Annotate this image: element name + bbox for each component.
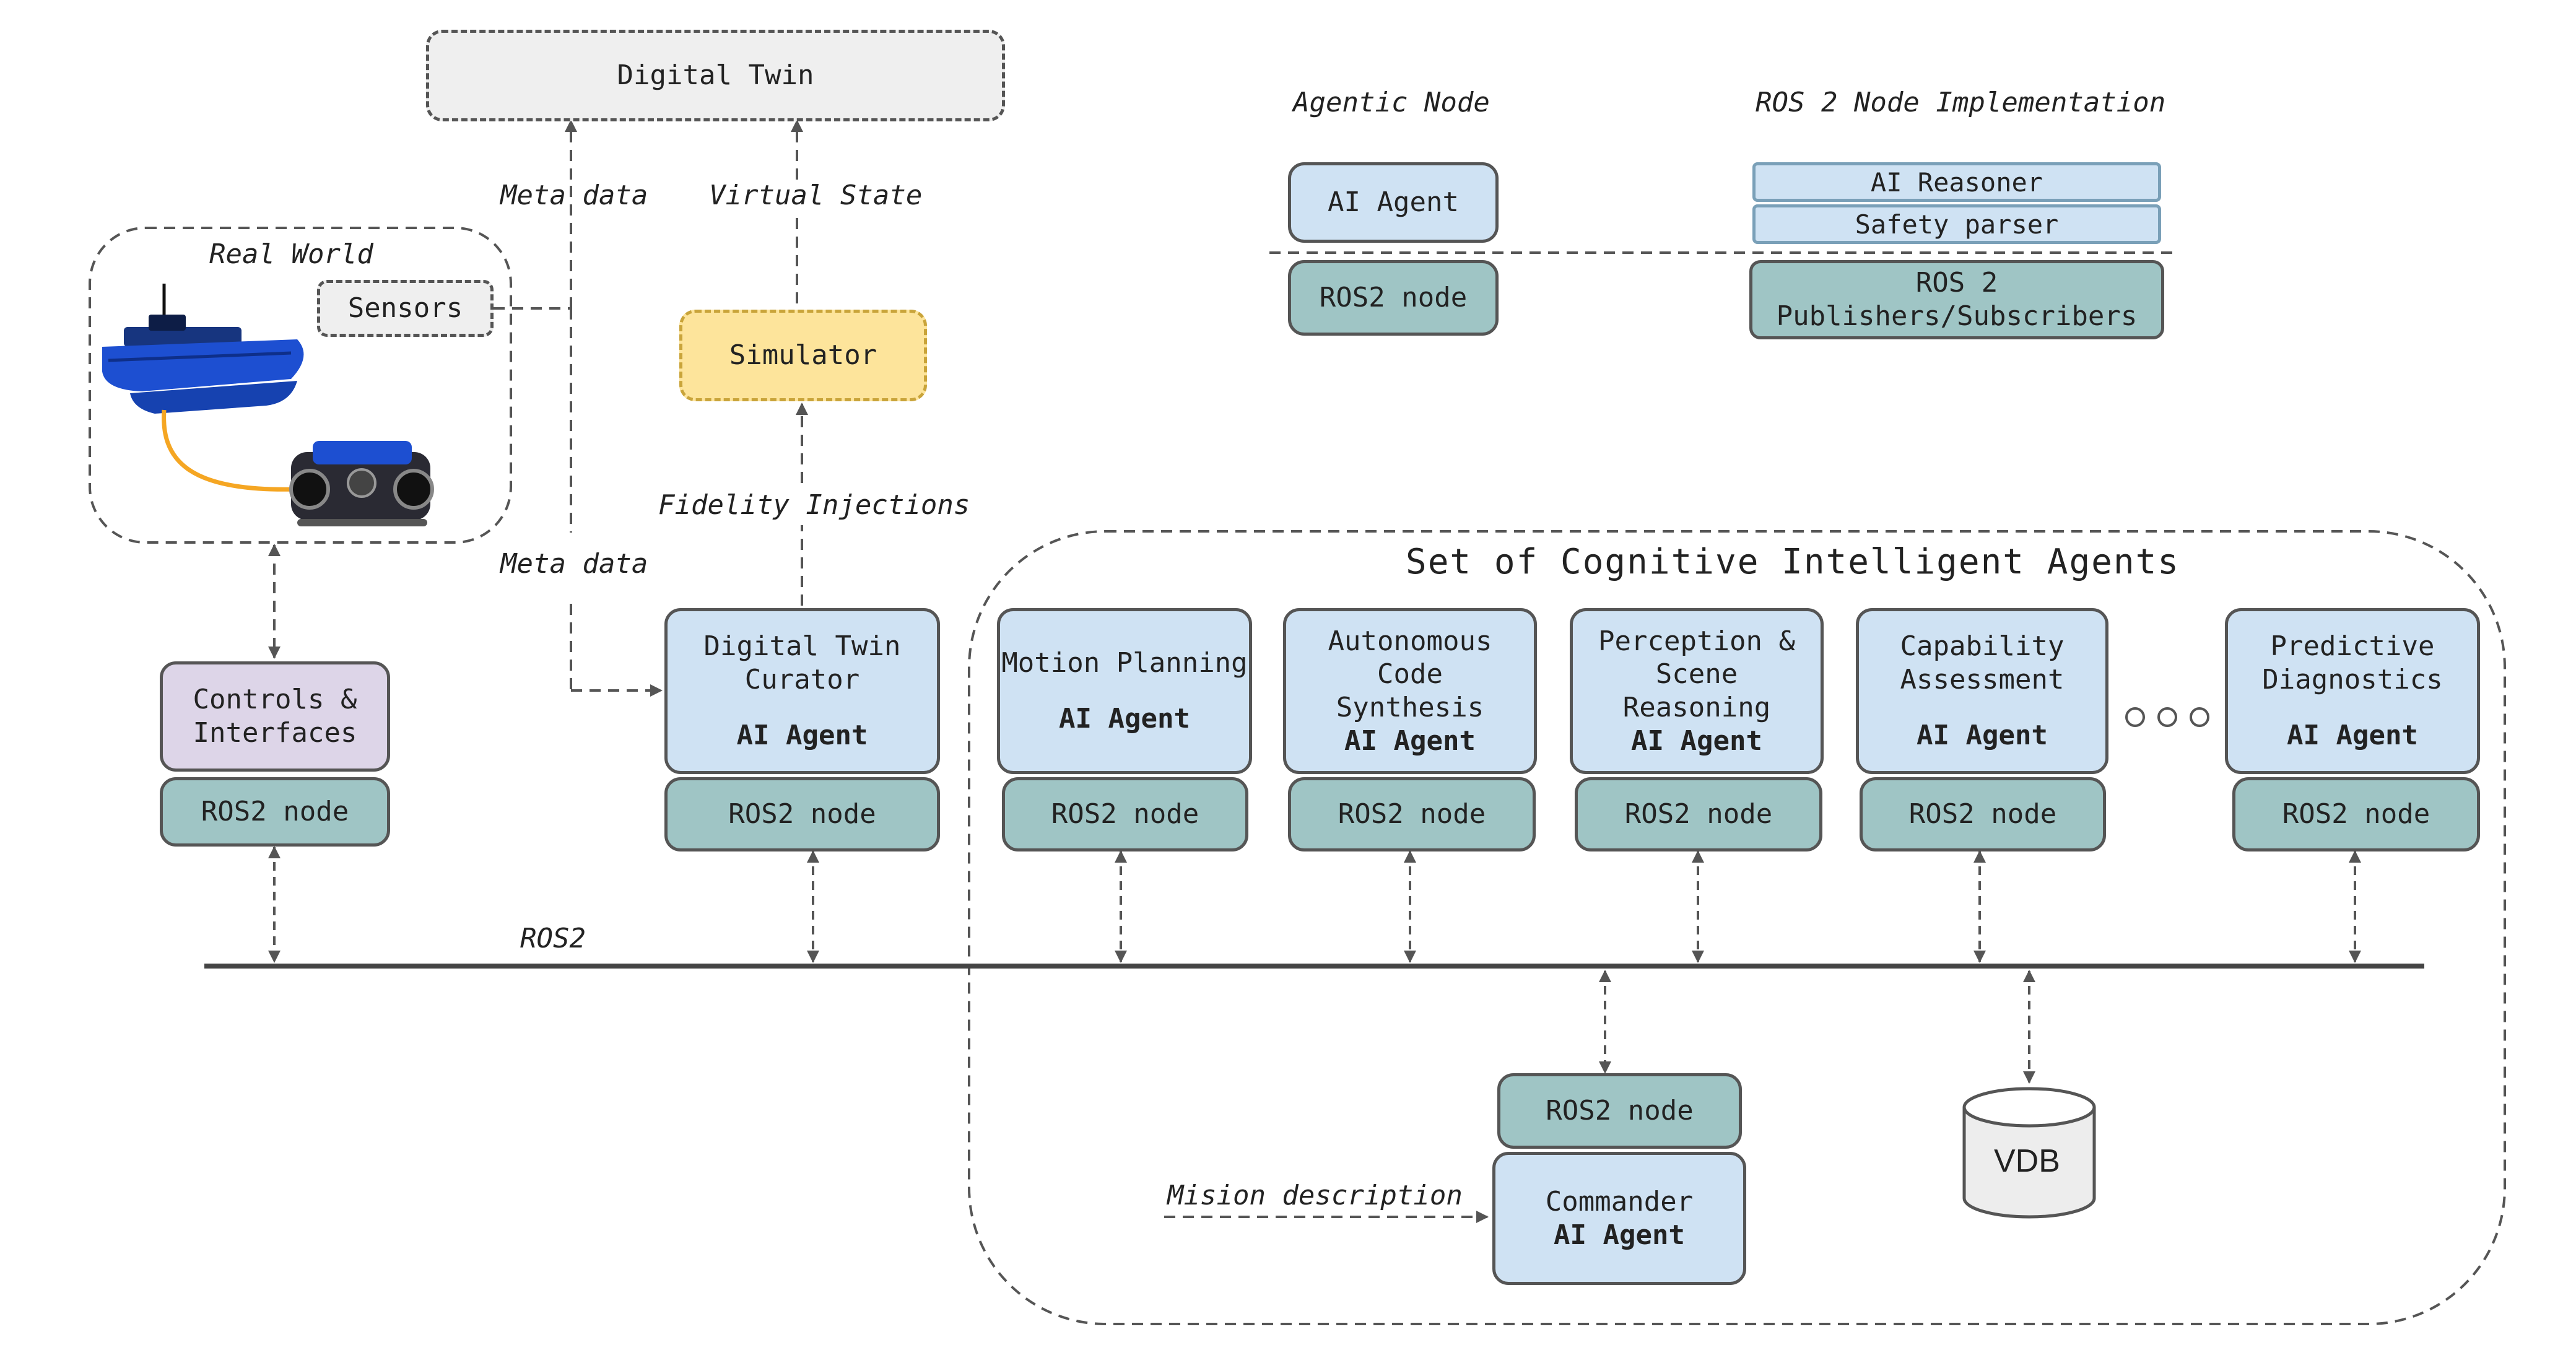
vdb-cylinder	[1962, 1087, 2096, 1219]
sensors-label: Sensors	[347, 292, 463, 324]
cognitive-agents-group	[968, 530, 2506, 1325]
motion-planning-ros2-node: ROS2 node	[1002, 777, 1248, 851]
rov-robot-image	[289, 441, 434, 526]
commander-ai-agent-label: AI Agent	[1554, 1219, 1685, 1251]
diagnostics-agent-box: Predictive Diagnostics AI Agent	[2225, 608, 2480, 774]
virtual-state-label: Virtual State	[709, 180, 923, 211]
curator-ros2-label: ROS2 node	[728, 798, 876, 830]
commander-ros2-label: ROS2 node	[1546, 1095, 1694, 1127]
legend-pubsub-box: ROS 2 Publishers/Subscribers	[1749, 260, 2164, 339]
diagnostics-ai-agent-label: AI Agent	[2287, 719, 2418, 751]
perception-ros2-label: ROS2 node	[1624, 798, 1773, 830]
legend-ai-reasoner-bar: AI Reasoner	[1752, 162, 2161, 202]
meta-data-top-label: Meta data	[500, 180, 648, 211]
legend-ros2-node-label: ROS2 node	[1319, 282, 1468, 314]
simulator-box: Simulator	[679, 310, 927, 401]
curator-agent-box: Digital Twin Curator AI Agent	[664, 608, 940, 774]
perception-agent-box: Perception & Scene Reasoning AI Agent	[1570, 608, 1824, 774]
fidelity-injections-label: Fidelity Injections	[658, 489, 970, 521]
capability-label: Capability Assessment	[1900, 630, 2065, 696]
legend-ros2-node-box: ROS2 node	[1288, 260, 1499, 336]
curator-label: Digital Twin Curator	[703, 630, 901, 696]
code-synthesis-agent-box: Autonomous Code Synthesis AI Agent	[1283, 608, 1537, 774]
code-synthesis-ros2-label: ROS2 node	[1338, 798, 1486, 830]
cognitive-agents-title: Set of Cognitive Intelligent Agents	[1406, 542, 2180, 582]
code-synthesis-label: Autonomous Code Synthesis	[1328, 625, 1492, 723]
code-synthesis-ai-agent-label: AI Agent	[1344, 725, 1476, 757]
legend-ai-agent-box: AI Agent	[1288, 162, 1499, 243]
code-synthesis-ros2-node: ROS2 node	[1288, 777, 1536, 851]
legend-agentic-node-title: Agentic Node	[1293, 87, 1490, 118]
motion-planning-agent-box: Motion Planning AI Agent	[997, 608, 1252, 774]
motion-planning-ai-agent-label: AI Agent	[1059, 703, 1190, 734]
curator-ros2-node: ROS2 node	[664, 777, 940, 851]
real-world-title: Real World	[209, 238, 373, 270]
usv-boat-image	[102, 284, 304, 414]
controls-ros2-node: ROS2 node	[160, 777, 390, 847]
capability-agent-box: Capability Assessment AI Agent	[1856, 608, 2108, 774]
digital-twin-box: Digital Twin	[426, 30, 1005, 121]
real-world-group	[89, 227, 512, 544]
controls-interfaces-label: Controls & Interfaces	[193, 684, 357, 749]
perception-label: Perception & Scene Reasoning	[1598, 625, 1795, 723]
tether-cable	[162, 409, 298, 492]
capability-ros2-label: ROS2 node	[1908, 798, 2057, 830]
controls-ros2-label: ROS2 node	[201, 796, 349, 828]
motion-planning-label: Motion Planning	[1001, 647, 1248, 679]
diagnostics-ros2-label: ROS2 node	[2282, 798, 2430, 830]
legend-ai-agent-label: AI Agent	[1328, 186, 1459, 219]
sensors-box: Sensors	[317, 280, 494, 337]
curator-ai-agent-label: AI Agent	[736, 719, 868, 751]
vdb-label: VDB	[1994, 1143, 2060, 1179]
legend-impl-title: ROS 2 Node Implementation	[1756, 87, 2166, 118]
legend-pubsub-label: ROS 2 Publishers/Subscribers	[1776, 267, 2138, 332]
legend-safety-parser-label: Safety parser	[1855, 209, 2059, 240]
ros2-bus-label: ROS2	[520, 923, 586, 954]
perception-ros2-node: ROS2 node	[1575, 777, 1822, 851]
more-agents-ellipsis	[2125, 707, 2209, 727]
capability-ros2-node: ROS2 node	[1860, 777, 2106, 851]
legend-safety-parser-bar: Safety parser	[1752, 204, 2161, 244]
meta-data-bottom-label: Meta data	[500, 548, 648, 580]
legend-ai-reasoner-label: AI Reasoner	[1870, 167, 2043, 198]
perception-ai-agent-label: AI Agent	[1631, 725, 1762, 757]
diagnostics-ros2-node: ROS2 node	[2232, 777, 2480, 851]
commander-ros2-node: ROS2 node	[1497, 1073, 1742, 1149]
diagnostics-label: Predictive Diagnostics	[2262, 630, 2443, 696]
digital-twin-label: Digital Twin	[617, 59, 814, 92]
mission-description-label: Mision description	[1167, 1180, 1463, 1211]
capability-ai-agent-label: AI Agent	[1917, 719, 2048, 751]
motion-planning-ros2-label: ROS2 node	[1051, 798, 1199, 830]
commander-label: Commander	[1545, 1185, 1694, 1217]
simulator-label: Simulator	[729, 339, 877, 372]
controls-interfaces-box: Controls & Interfaces	[160, 661, 390, 772]
commander-agent-box: Commander AI Agent	[1492, 1152, 1746, 1285]
